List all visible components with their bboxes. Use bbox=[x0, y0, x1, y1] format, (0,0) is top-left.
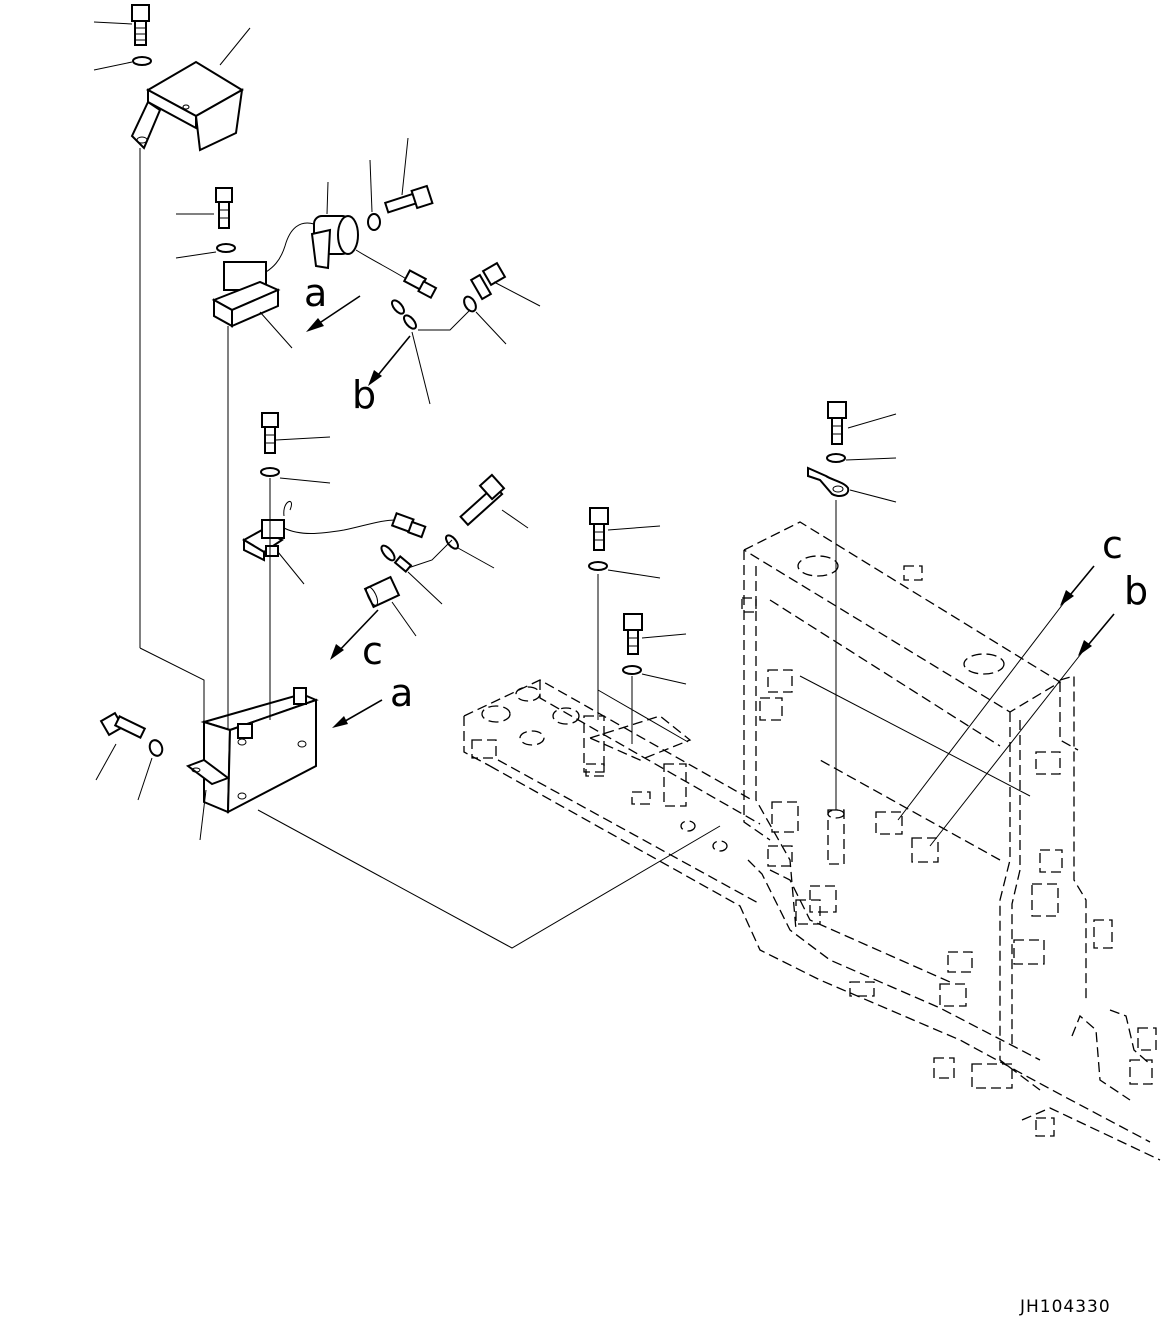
view-label-c-right: c bbox=[1102, 523, 1123, 567]
bolt-relay bbox=[215, 187, 233, 229]
assembly-leader-lines bbox=[139, 148, 837, 949]
bolt-bracket bbox=[99, 711, 147, 739]
view-label-c-left: c bbox=[362, 629, 383, 673]
bolt-mid-assembly bbox=[588, 507, 687, 685]
relay-unit bbox=[211, 261, 281, 328]
bolt-harness bbox=[261, 412, 279, 454]
bolt-top bbox=[131, 4, 150, 46]
horn-unit bbox=[310, 215, 359, 270]
relay-assembly bbox=[175, 187, 293, 349]
washer-harness bbox=[260, 467, 280, 477]
cover-bracket bbox=[130, 60, 244, 152]
view-label-b-left: b bbox=[352, 373, 376, 417]
drawing-number: JH104330 bbox=[1019, 1297, 1111, 1317]
bolt-horn bbox=[383, 184, 434, 214]
bolt-ground-b bbox=[469, 261, 507, 301]
harness-plug bbox=[390, 512, 427, 539]
washer-top bbox=[132, 56, 152, 66]
frame-outline bbox=[463, 521, 1161, 1161]
harness-assembly bbox=[242, 412, 529, 637]
rubber-sleeve-c bbox=[363, 575, 401, 609]
washer-relay bbox=[216, 243, 236, 253]
view-label-b-right: b bbox=[1124, 569, 1148, 613]
horn-assembly bbox=[265, 137, 438, 300]
cover-bracket-assembly bbox=[93, 4, 251, 152]
bolt-clamp-assembly bbox=[807, 401, 897, 503]
bolt-long bbox=[459, 473, 506, 527]
ground-terminal-b bbox=[391, 261, 541, 405]
mounting-bracket-a bbox=[95, 687, 319, 841]
view-label-a-top: a bbox=[304, 271, 327, 315]
washer-horn bbox=[367, 213, 381, 231]
view-label-a-bracket: a bbox=[390, 671, 413, 715]
horn-connector bbox=[402, 269, 438, 300]
view-arrows bbox=[306, 295, 1115, 847]
connector-block bbox=[242, 519, 285, 562]
